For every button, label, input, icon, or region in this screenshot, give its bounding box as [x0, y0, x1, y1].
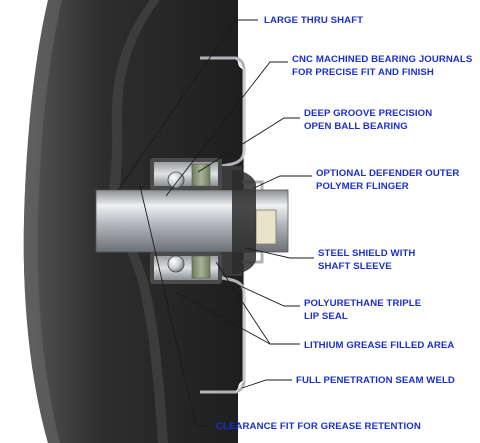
shaft: [95, 189, 289, 253]
label-polyurethane-seal: POLYURETHANE TRIPLE LIP SEAL: [304, 298, 424, 322]
label-lithium-grease: LITHIUM GREASE FILLED AREA: [304, 340, 454, 351]
label-defender-flinger: OPTIONAL DEFENDER OUTER POLYMER FLINGER: [316, 168, 462, 192]
label-large-thru-shaft: LARGE THRU SHAFT: [264, 15, 363, 26]
label-clearance-fit: CLEARANCE FIT FOR GREASE RETENTION: [216, 421, 421, 432]
label-cnc-bearing-journals: CNC MACHINED BEARING JOURNALS FOR PRECIS…: [292, 54, 475, 78]
leader-lines: [117, 19, 314, 427]
label-deep-groove-bearing: DEEP GROOVE PRECISION OPEN BALL BEARING: [304, 108, 435, 132]
callout-labels: LARGE THRU SHAFT CNC MACHINED BEARING JO…: [216, 15, 475, 432]
label-seam-weld: FULL PENETRATION SEAM WELD: [296, 375, 455, 386]
defender-flinger: [232, 170, 256, 274]
label-steel-shield: STEEL SHIELD WITH SHAFT SLEEVE: [318, 248, 418, 272]
